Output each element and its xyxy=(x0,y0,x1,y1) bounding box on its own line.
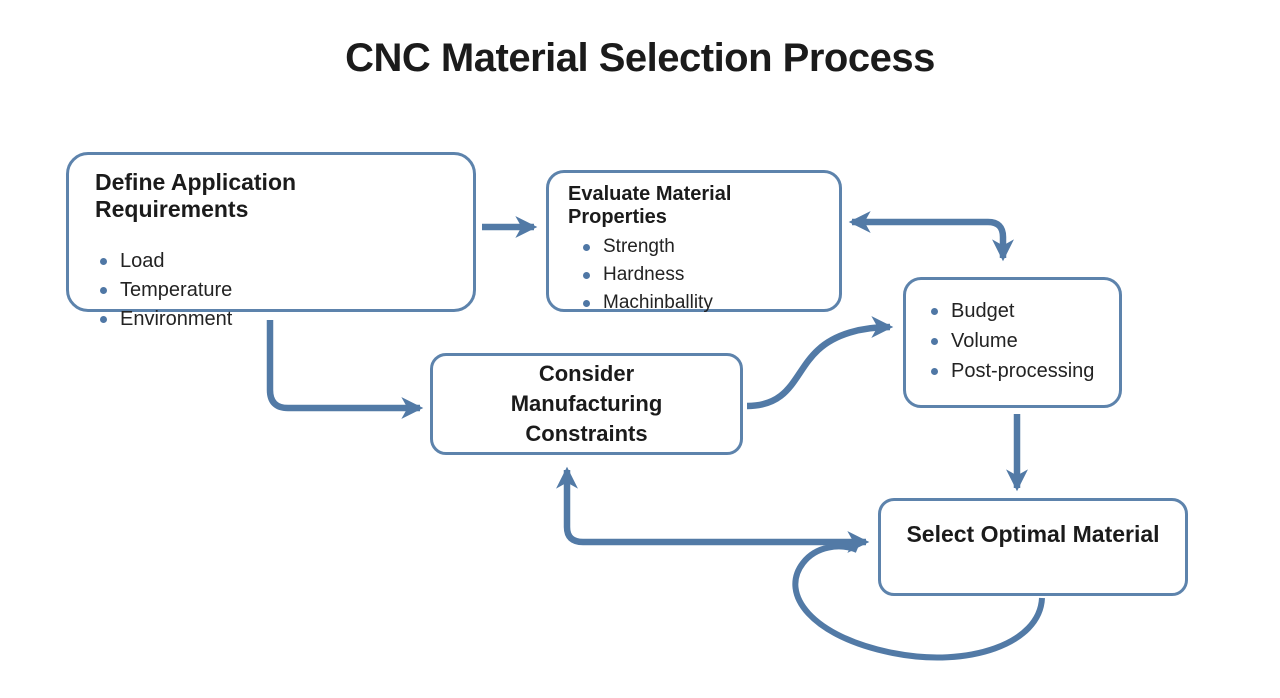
page-title: CNC Material Selection Process xyxy=(345,36,935,80)
arrow-define-to-constraints xyxy=(266,320,424,419)
bullet-list: Load Temperature Environment xyxy=(95,247,449,334)
bullet-list: Strength Hardness Machinballity xyxy=(568,233,825,317)
list-item: Hardness xyxy=(583,261,825,289)
list-item: Environment xyxy=(100,305,449,334)
list-item-label: Environment xyxy=(120,308,233,330)
list-item: Machinballity xyxy=(583,289,825,317)
bullet-icon xyxy=(931,307,938,315)
arrow-select-constraints-feedback xyxy=(556,466,870,553)
box-define-application-requirements: Define Application Requirements Load Tem… xyxy=(66,152,476,330)
box-select-optimal-material: Select Optimal Material xyxy=(878,498,1188,596)
box-consider-manufacturing-constraints: Consider Manufacturing Constraints xyxy=(430,353,743,455)
arrow-constraints-to-criteria xyxy=(746,316,894,410)
list-item: Load xyxy=(100,247,449,276)
list-item-label: Load xyxy=(120,250,165,272)
list-item: Post-processing xyxy=(931,356,1113,386)
box-title: Consider Manufacturing Constraints xyxy=(510,361,663,446)
box-title: Select Optimal Material xyxy=(906,521,1160,547)
list-item-label: Temperature xyxy=(120,279,233,301)
list-item-label: Post-processing xyxy=(951,360,1095,382)
list-item: Strength xyxy=(583,233,825,261)
bullet-icon xyxy=(583,243,590,251)
bullet-icon xyxy=(931,367,938,375)
list-item: Budget xyxy=(931,296,1113,326)
list-item: Volume xyxy=(931,326,1113,356)
list-item: Temperature xyxy=(100,276,449,305)
box-evaluate-material-properties: Evaluate Material Properties Strength Ha… xyxy=(546,170,842,313)
select-loop-curve xyxy=(792,543,1045,661)
list-item-label: Volume xyxy=(951,330,1018,352)
bullet-icon xyxy=(100,316,107,323)
list-item-label: Budget xyxy=(951,300,1015,322)
bullet-icon xyxy=(100,258,107,265)
box-title: Evaluate Material Properties xyxy=(568,183,732,228)
list-item-label: Hardness xyxy=(603,264,685,285)
list-item-label: Machinballity xyxy=(603,292,713,313)
list-item-label: Strength xyxy=(603,236,675,257)
bullet-icon xyxy=(931,337,938,345)
bullet-list: Budget Volume Post-processing xyxy=(931,296,1113,386)
box-title: Define Application Requirements xyxy=(95,169,297,222)
box-selection-criteria: Budget Volume Post-processing xyxy=(903,277,1122,408)
bullet-icon xyxy=(100,287,107,294)
bullet-icon xyxy=(583,271,590,279)
bullet-icon xyxy=(583,299,590,307)
arrow-evaluate-criteria-bidirectional xyxy=(848,211,1014,262)
